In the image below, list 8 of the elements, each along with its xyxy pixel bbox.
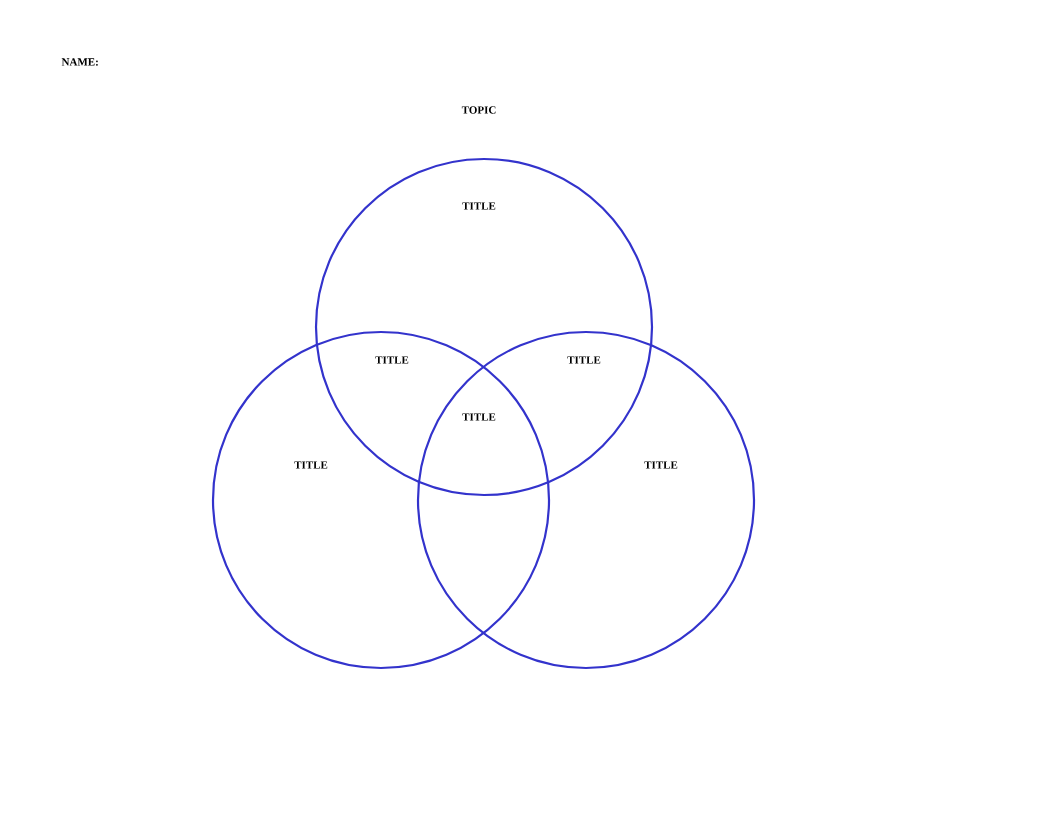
circle-title: TITLE — [644, 461, 678, 469]
overlap-title: TITLE — [375, 356, 409, 364]
overlap-title: TITLE — [462, 413, 496, 421]
topic-title: TOPIC — [461, 106, 496, 114]
circle-title: TITLE — [294, 461, 328, 469]
overlap-title: TITLE — [567, 356, 601, 364]
circle-title: TITLE — [462, 202, 496, 210]
name-label: NAME: — [61, 58, 98, 66]
